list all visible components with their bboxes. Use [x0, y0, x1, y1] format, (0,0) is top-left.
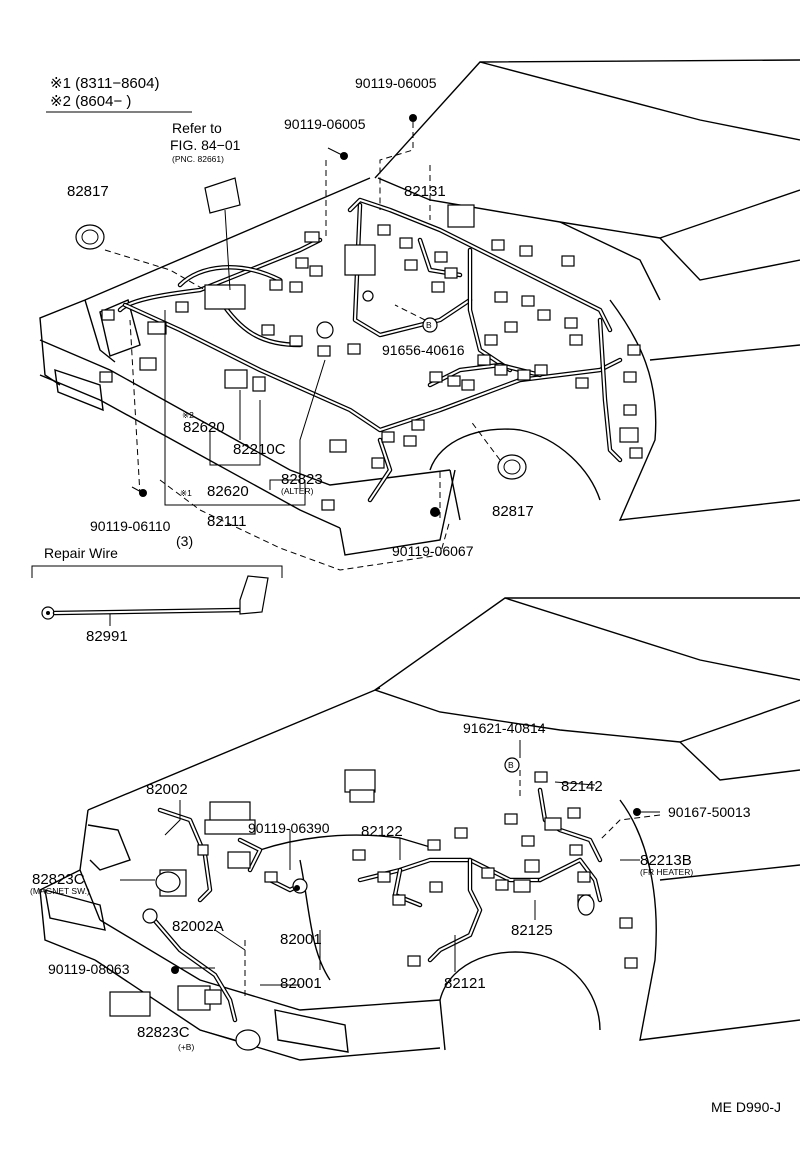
- label-82001-a: 82001: [280, 931, 322, 948]
- bottom-connectors: [109, 769, 638, 1051]
- label-82121: 82121: [444, 975, 486, 992]
- label-82823c-b: 82823C: [137, 1024, 190, 1041]
- bottom-leaders: [120, 740, 661, 1041]
- label-82122: 82122: [361, 823, 403, 840]
- label-82142: 82142: [561, 778, 603, 795]
- repair-wire-connector: [239, 575, 269, 615]
- refer-line-3: (PNC. 82661): [172, 154, 224, 164]
- grommet-icon-left: [75, 224, 105, 250]
- figure-code: ME D990-J: [711, 1099, 781, 1115]
- top-leaders: [104, 122, 501, 518]
- bolt-icon-90119-06110: [131, 486, 147, 497]
- label-91621-40814: 91621-40814: [463, 720, 546, 736]
- circle-b-label-bottom: B: [508, 760, 514, 770]
- label-82125: 82125: [511, 922, 553, 939]
- label-82823c-a-note: (MAGNET SW.): [30, 886, 90, 896]
- label-91656-40616: 91656-40616: [382, 342, 465, 358]
- top-vehicle-body: [39, 59, 800, 571]
- circle-b-marker-top: [422, 317, 438, 333]
- bolt-icon-90119-06005-b: [327, 147, 348, 160]
- label-82210c: 82210C: [233, 441, 286, 458]
- label-90119-06110: 90119-06110: [90, 518, 171, 534]
- label-82823c-a: 82823C: [32, 871, 85, 888]
- repair-wire-title: Repair Wire: [44, 545, 118, 561]
- label-82620-a: 82620: [183, 419, 225, 436]
- label-82002: 82002: [146, 781, 188, 798]
- label-90119-06110-qty: (3): [176, 533, 193, 549]
- label-82991: 82991: [86, 628, 128, 645]
- label-82620-b: 82620: [207, 483, 249, 500]
- bottom-vehicle-body: [39, 597, 800, 1061]
- refer-line-2: FIG. 84−01: [170, 137, 241, 153]
- applicability-notes: ※1 (8311−8604) ※2 (8604− ): [46, 75, 192, 113]
- label-82817-a: 82817: [67, 183, 109, 200]
- refer-line-1: Refer to: [172, 120, 222, 136]
- label-82823-note: (ALTER): [281, 486, 314, 496]
- label-82817-b: 82817: [492, 503, 534, 520]
- label-82213b-note: (FR HEATER): [640, 867, 693, 877]
- label-90119-06067: 90119-06067: [392, 543, 474, 559]
- label-90167-50013: 90167-50013: [668, 804, 751, 820]
- circle-b-marker-bottom: [504, 757, 520, 773]
- bolt-icon-90119-06067: [430, 507, 440, 517]
- top-part-labels: 90119-06005 90119-06005 82817 82131 9165…: [67, 75, 534, 559]
- label-82002a: 82002A: [172, 918, 224, 935]
- label-82001-b: 82001: [280, 975, 322, 992]
- label-82131: 82131: [404, 183, 446, 200]
- top-connectors: [99, 177, 643, 511]
- label-82620-b-mark: ※1: [180, 488, 192, 498]
- label-82823c-b-note: (+B): [178, 1042, 194, 1052]
- ring-terminal-icon: [41, 606, 55, 620]
- note-1: ※1 (8311−8604): [50, 75, 159, 92]
- label-90119-06005-a: 90119-06005: [355, 75, 437, 91]
- grommet-icon-right: [497, 454, 527, 480]
- label-82620-a-mark: ※2: [182, 410, 194, 420]
- repair-wire-section: Repair Wire 82991: [31, 545, 283, 645]
- bolt-icon-90119-06390: [294, 885, 300, 891]
- bottom-part-labels: 91621-40814 B 82142 82002 90167-50013 90…: [30, 720, 751, 1052]
- label-90119-06390: 90119-06390: [248, 820, 330, 836]
- label-90119-06005-b: 90119-06005: [284, 116, 366, 132]
- circle-b-label-top: B: [426, 320, 432, 330]
- bolt-icon-90167-50013: [633, 808, 641, 816]
- note-2: ※2 (8604− ): [50, 93, 131, 110]
- refer-note: Refer to FIG. 84−01 (PNC. 82661): [170, 120, 241, 164]
- label-82111: 82111: [207, 513, 247, 530]
- bolt-icon-90119-06005-a: [409, 114, 417, 122]
- label-82823: 82823: [281, 471, 323, 488]
- bolt-icon-90119-08063: [171, 966, 179, 974]
- label-90119-08063: 90119-08063: [48, 961, 130, 977]
- label-82213b: 82213B: [640, 852, 692, 869]
